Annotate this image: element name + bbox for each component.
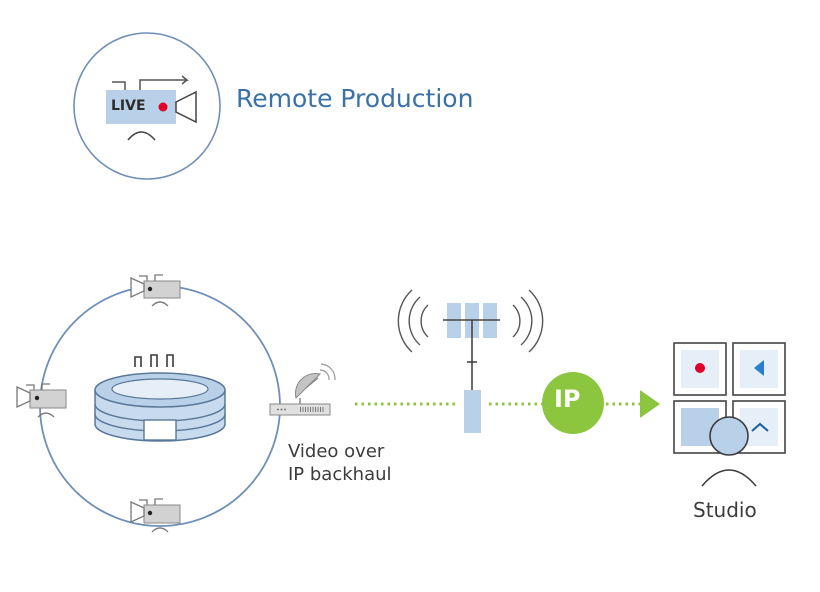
camera-icon <box>130 274 181 307</box>
live-badge: LIVE <box>111 98 146 114</box>
studio-label: Studio <box>693 498 757 522</box>
ip-badge <box>542 372 604 434</box>
backhaul-label-line1: Video over <box>288 441 385 462</box>
page-title: Remote Production <box>236 84 474 113</box>
cell-tower-icon <box>397 289 544 433</box>
camera-icon <box>16 383 67 418</box>
camera-icon <box>130 498 181 533</box>
satellite-dish-icon <box>269 363 336 416</box>
arrow-icon <box>640 390 660 418</box>
stadium-icon <box>94 354 226 442</box>
ip-badge-label: IP <box>554 385 581 413</box>
backhaul-label-line2: IP backhaul <box>288 464 392 485</box>
operator-avatar-icon <box>701 416 757 487</box>
live-camera-icon <box>73 32 221 180</box>
backhaul-label: Video over IP backhaul <box>288 440 392 486</box>
